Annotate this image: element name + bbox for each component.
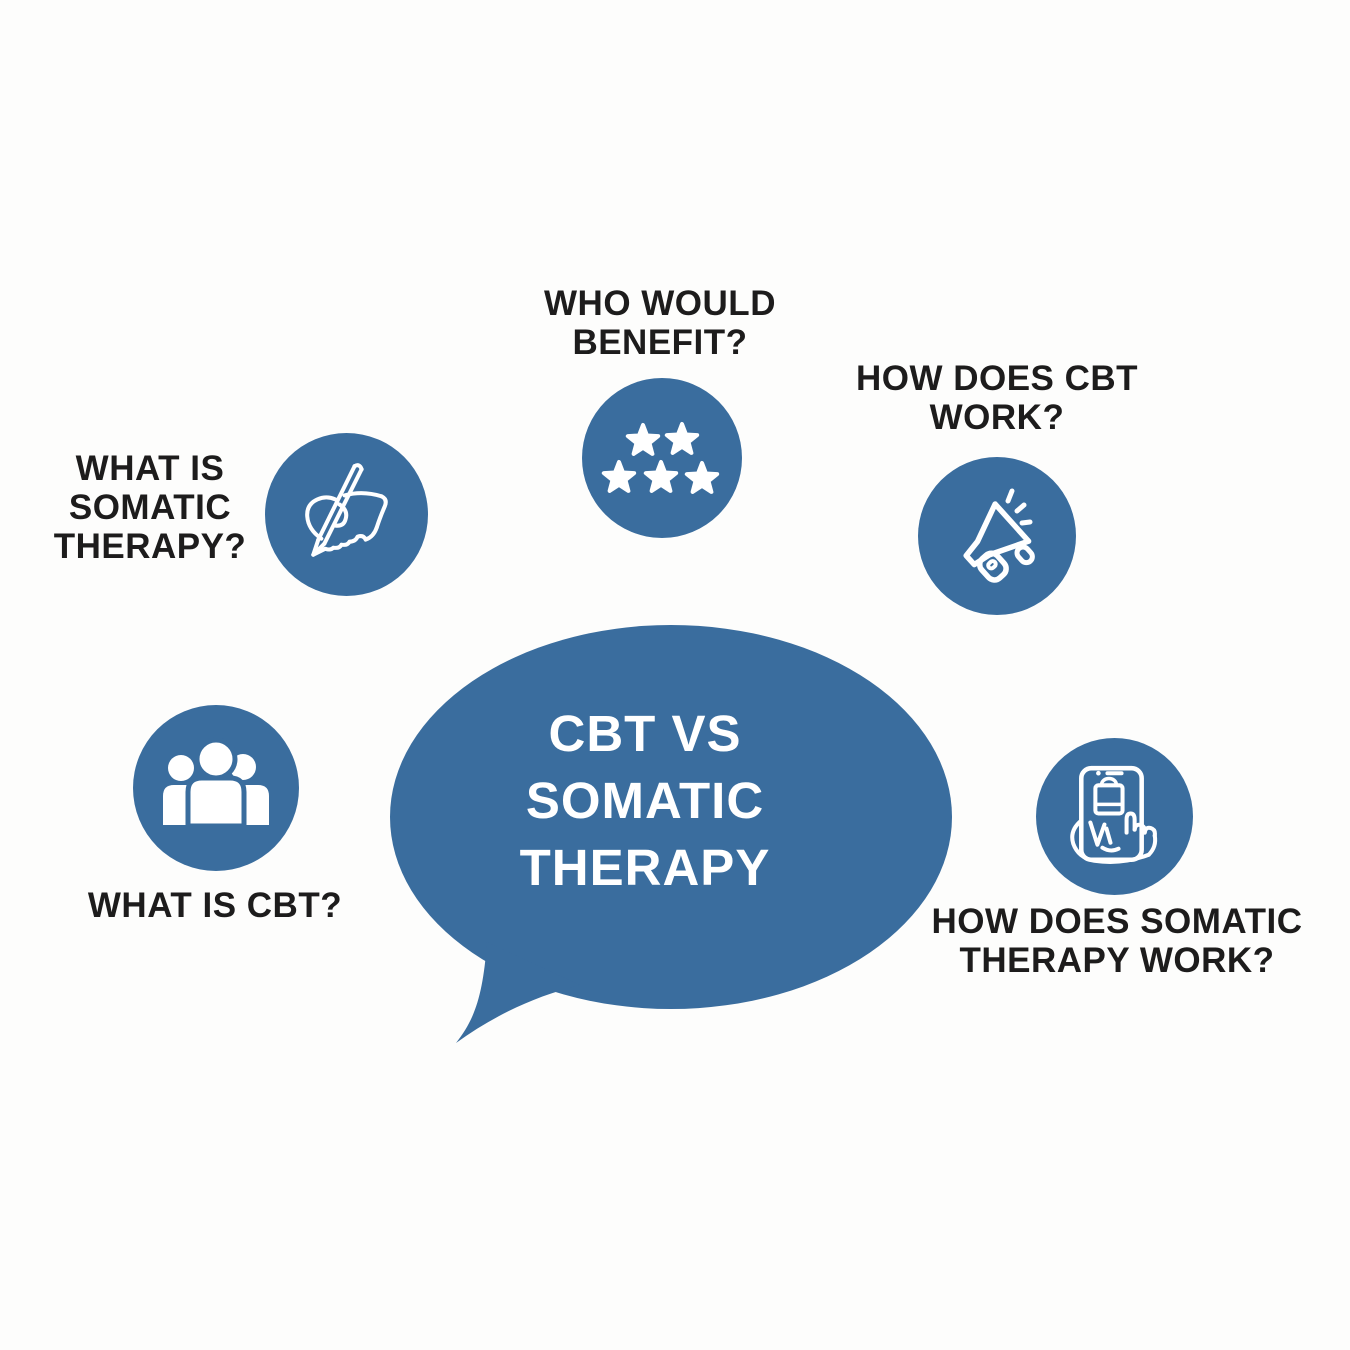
label-line: WHAT IS — [75, 449, 225, 488]
hand-writing-pen-icon — [305, 463, 388, 557]
node-circle-cbt-work — [918, 457, 1076, 615]
bubble-title-line: SOMATIC — [525, 772, 765, 829]
five-stars-icon — [601, 422, 720, 494]
bubble-title-line: THERAPY — [519, 839, 771, 896]
label-who-would-benefit: WHO WOULD BENEFIT? — [450, 284, 870, 362]
node-circle-somatic-work — [1036, 738, 1193, 895]
label-how-does-cbt-work: HOW DOES CBT WORK? — [787, 359, 1207, 437]
label-line: HOW DOES CBT — [855, 359, 1139, 398]
label-line: THERAPY WORK? — [959, 941, 1275, 980]
label-line: BENEFIT? — [572, 323, 748, 362]
label-line: THERAPY? — [53, 527, 247, 566]
node-circle-somatic — [265, 433, 428, 596]
label-how-does-somatic-therapy-work: HOW DOES SOMATIC THERAPY WORK? — [887, 902, 1347, 980]
label-what-is-cbt: WHAT IS CBT? — [55, 886, 375, 925]
label-what-is-somatic-therapy: WHAT IS SOMATIC THERAPY? — [5, 449, 295, 566]
label-line: SOMATIC — [68, 488, 232, 527]
label-line: HOW DOES SOMATIC — [931, 902, 1303, 941]
label-line: WHAT IS CBT? — [87, 886, 343, 925]
people-group-icon — [163, 737, 269, 829]
bubble-title: CBT VS SOMATIC THERAPY — [425, 700, 865, 901]
label-line: WORK? — [929, 398, 1065, 437]
node-circle-benefit — [582, 378, 742, 538]
bubble-title-line: CBT VS — [548, 705, 742, 762]
node-circle-cbt — [133, 705, 299, 871]
label-line: WHO WOULD — [544, 284, 776, 323]
megaphone-icon — [963, 488, 1035, 583]
phone-in-hand-icon — [1070, 765, 1158, 864]
